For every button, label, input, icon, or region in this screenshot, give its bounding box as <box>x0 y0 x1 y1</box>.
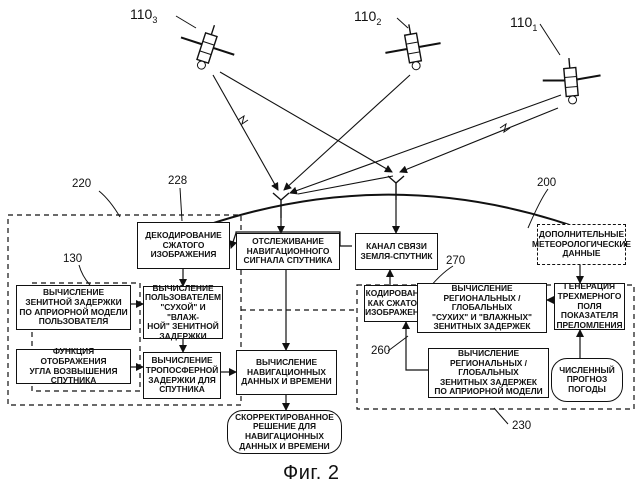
antenna-icon <box>388 176 404 200</box>
decode-compressed-image-box: ДЕКОДИРОВАНИЕ СЖАТОГО ИЗОБРАЖЕНИЯ <box>137 222 230 269</box>
ref-270: 270 <box>446 255 465 267</box>
satellite-icon <box>174 17 241 78</box>
ref-230: 230 <box>512 420 531 432</box>
ground-satellite-channel-box: КАНАЛ СВЯЗИ ЗЕМЛЯ-СПУТНИК <box>355 233 438 270</box>
corrected-solution-box: СКОРРЕКТИРОВАННОЕ РЕШЕНИЕ ДЛЯ НАВИГАЦИОН… <box>227 410 342 454</box>
antenna-icon <box>273 193 289 218</box>
ref-228: 228 <box>168 175 187 187</box>
satellite-label: 1101 <box>510 14 537 33</box>
troposphere-delay-box: ВЫЧИСЛЕНИЕ ТРОПОСФЕРНОЙ ЗАДЕРЖКИ ДЛЯ СПУ… <box>143 352 221 399</box>
additional-meteo-data-box: ДОПОЛНИТЕЛЬНЫЕ МЕТЕОРОЛОГИЧЕСКИЕ ДАННЫЕ <box>537 224 626 265</box>
ref-200: 200 <box>537 177 556 189</box>
regional-dry-wet-delay-box: ВЫЧИСЛЕНИЕ РЕГИОНАЛЬНЫХ / ГЛОБАЛЬНЫХ "СУ… <box>417 283 547 333</box>
elevation-mapping-function-box: ФУНКЦИЯ ОТОБРАЖЕНИЯ УГЛА ВОЗВЫШЕНИЯ СПУТ… <box>16 349 131 384</box>
satellite-label: 1102 <box>354 8 381 27</box>
figure-caption: Фиг. 2 <box>283 462 339 485</box>
ref-260: 260 <box>371 345 390 357</box>
ref-130: 130 <box>63 253 82 265</box>
satellite-label: 1103 <box>130 6 157 25</box>
apriori-zenith-delay-box: ВЫЧИСЛЕНИЕ ЗЕНИТНОЙ ЗАДЕРЖКИ ПО АПРИОРНО… <box>16 285 131 330</box>
weather-forecast-box: ЧИСЛЕННЫЙ ПРОГНОЗ ПОГОДЫ <box>551 358 623 402</box>
regional-apriori-delay-box: ВЫЧИСЛЕНИЕ РЕГИОНАЛЬНЫХ / ГЛОБАЛЬНЫХ ЗЕН… <box>428 348 549 398</box>
refraction-field-box: ГЕНЕРАЦИЯ ТРЕХМЕРНОГО ПОЛЯ ПОКАЗАТЕЛЯ ПР… <box>554 283 625 330</box>
satellite-signal-tracking-box: ОТСЛЕЖИВАНИЕ НАВИГАЦИОННОГО СИГНАЛА СПУТ… <box>236 233 340 270</box>
nav-time-calculation-box: ВЫЧИСЛЕНИЕ НАВИГАЦИОННЫХ ДАННЫХ И ВРЕМЕН… <box>236 350 337 395</box>
ref-220: 220 <box>72 178 91 190</box>
satellite-icon <box>381 20 444 75</box>
user-dry-wet-delay-box: ВЫЧИСЛЕНИЕ ПОЛЬЗОВАТЕЛЕМ "СУХОЙ" И "ВЛАЖ… <box>143 286 223 339</box>
